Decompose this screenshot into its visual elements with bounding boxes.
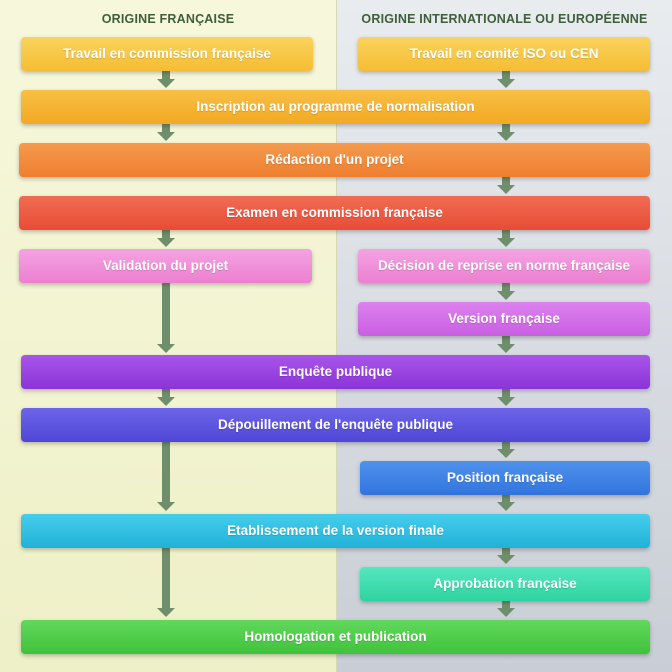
step-redaction-projet: Rédaction d'un projet <box>19 143 650 177</box>
step-approbation-francaise: Approbation française <box>360 567 650 601</box>
arrow-down-icon <box>157 388 175 406</box>
arrow-down-icon <box>497 494 515 511</box>
step-examen-commission: Examen en commission française <box>19 196 650 230</box>
step-homologation-publication: Homologation et publication <box>21 620 650 654</box>
arrow-down-icon <box>497 336 515 353</box>
french-origin-header: ORIGINE FRANÇAISE <box>101 12 235 26</box>
arrow-down-icon <box>157 283 175 353</box>
step-travail-commission-francaise: Travail en commission française <box>21 37 313 71</box>
arrow-down-icon <box>497 441 515 458</box>
arrow-down-icon <box>497 124 515 141</box>
arrow-down-icon <box>157 441 175 511</box>
step-position-francaise: Position française <box>360 461 650 495</box>
step-travail-comite-iso-cen: Travail en comité ISO ou CEN <box>358 37 650 71</box>
arrow-down-icon <box>497 177 515 194</box>
arrow-down-icon <box>157 124 175 141</box>
step-etablissement-version-finale: Etablissement de la version finale <box>21 514 650 548</box>
step-enquete-publique: Enquête publique <box>21 355 650 389</box>
arrow-down-icon <box>497 600 515 617</box>
arrow-down-icon <box>157 71 175 88</box>
arrow-down-icon <box>497 230 515 247</box>
step-decision-reprise: Décision de reprise en norme française <box>358 249 650 283</box>
arrow-down-icon <box>157 230 175 247</box>
arrow-down-icon <box>497 283 515 300</box>
step-inscription-programme: Inscription au programme de normalisatio… <box>21 90 650 124</box>
step-validation-projet: Validation du projet <box>19 249 312 283</box>
international-origin-header: ORIGINE INTERNATIONALE OU EUROPÉENNE <box>361 12 648 26</box>
step-depouillement-enquete: Dépouillement de l'enquête publique <box>21 408 650 442</box>
arrow-down-icon <box>497 71 515 88</box>
arrow-down-icon <box>157 547 175 617</box>
arrow-down-icon <box>497 547 515 564</box>
arrow-down-icon <box>497 388 515 406</box>
step-version-francaise: Version française <box>358 302 650 336</box>
